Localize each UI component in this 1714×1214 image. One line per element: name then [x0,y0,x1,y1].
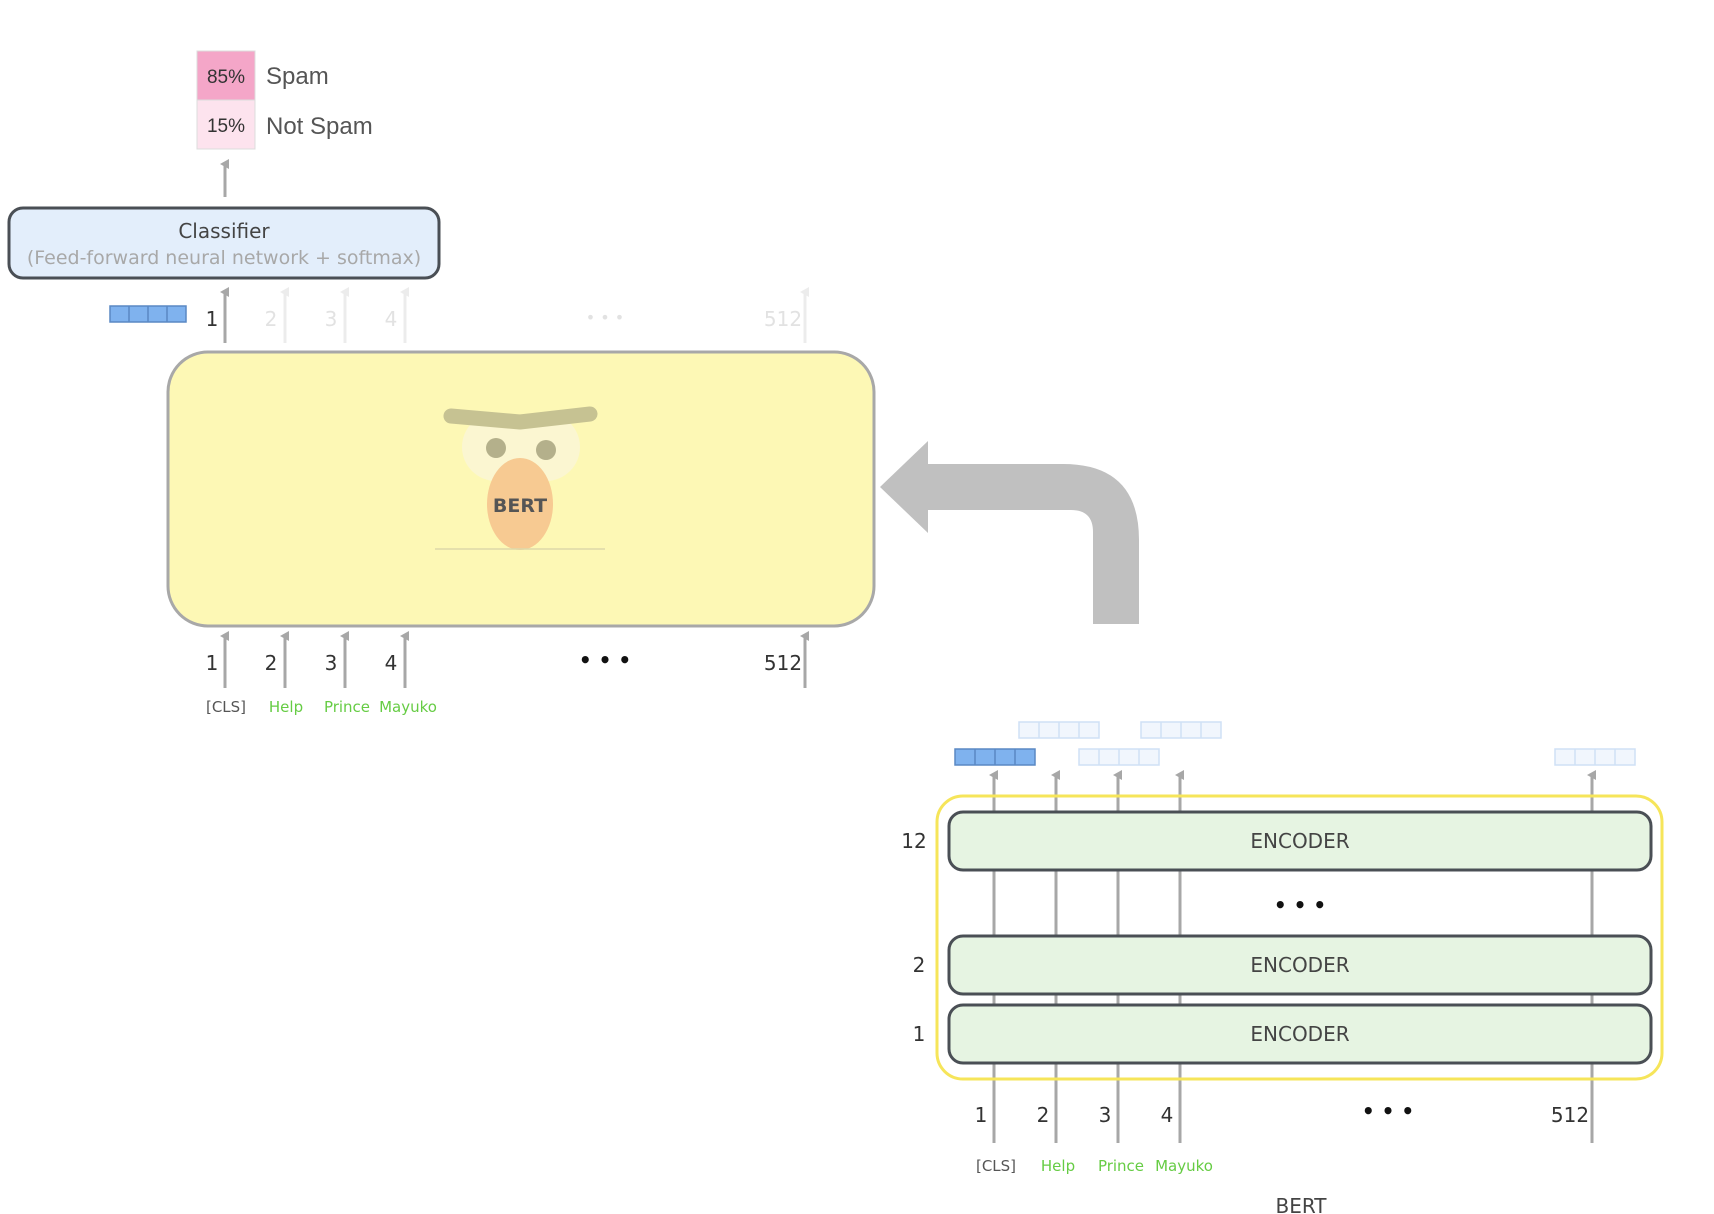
bert-encoder-stack: ENCODER 12 • • • ENCODER 2 ENCODER 1 1 2… [901,721,1664,1214]
enc-token-cls: [CLS] [976,1157,1016,1175]
enc-pos-1: 1 [975,1103,988,1127]
encoder-2-index: 2 [913,953,926,977]
encoder-layer-2: ENCODER 2 [913,934,1653,996]
enc-pos-512: 512 [1551,1103,1589,1127]
encoder-middle-ellipsis: • • • [1274,893,1326,917]
cls-output-vector [109,305,187,323]
top-ellipsis: • • • [586,308,624,327]
bert-face-icon [435,406,605,550]
encoder-inputs: 1 2 3 4 • • • 512 [CLS] Help Prince Mayu… [975,1099,1589,1175]
spam-prob-value: 85% [207,67,245,88]
not-spam-prob-cell [196,99,256,150]
classifier-title: Classifier [178,219,270,243]
left-model-top-arrows: 1 2 3 4 • • • 512 [206,287,809,343]
encoder-layer-12: ENCODER 12 [901,810,1653,872]
spam-prob-cell [196,50,256,101]
encoder-1-index: 1 [913,1022,926,1046]
bert-encoder-frame [935,794,1664,1081]
encoder-12-index: 12 [901,829,926,853]
top-pos-2: 2 [265,307,278,331]
classifier-box: Classifier (Feed-forward neural network … [7,206,441,280]
encoder-1-label: ENCODER [1250,1022,1349,1046]
output-probabilities: 85% Spam 15% Not Spam [196,50,373,150]
bottom-pos-512: 512 [764,651,802,675]
top-pos-4: 4 [385,307,398,331]
enc-token-prince: Prince [1098,1157,1144,1175]
top-pos-1: 1 [206,307,219,331]
bert-caption: BERT [1275,1194,1327,1214]
spam-label: Spam [266,63,329,90]
bottom-pos-3: 3 [325,651,338,675]
left-model-inputs: 1 2 3 4 • • • 512 [CLS] Help Prince Mayu… [206,631,809,716]
token-prince: Prince [324,698,370,716]
enc-pos-4: 4 [1161,1103,1174,1127]
not-spam-prob-value: 15% [207,116,245,137]
encoder-layer-1: ENCODER 1 [913,1003,1653,1065]
transition-arrow [880,441,1139,624]
bert-face-label: BERT [493,495,547,517]
enc-token-mayuko: Mayuko [1155,1157,1213,1175]
not-spam-label: Not Spam [266,113,373,140]
enc-pos-3: 3 [1099,1103,1112,1127]
token-help: Help [269,698,303,716]
encoder-12-label: ENCODER [1250,829,1349,853]
classifier-subtitle: (Feed-forward neural network + softmax) [27,247,421,269]
token-mayuko: Mayuko [379,698,437,716]
bert-model-box: BERT [166,350,876,628]
encoder-2-label: ENCODER [1250,953,1349,977]
bottom-pos-4: 4 [385,651,398,675]
enc-token-help: Help [1041,1157,1075,1175]
bottom-ellipsis: • • • [579,648,631,672]
enc-ellipsis: • • • [1362,1099,1414,1123]
top-pos-512: 512 [764,307,802,331]
encoder-output-vectors [954,721,1636,766]
top-pos-3: 3 [325,307,338,331]
enc-pos-2: 2 [1037,1103,1050,1127]
token-cls: [CLS] [206,698,246,716]
bottom-pos-2: 2 [265,651,278,675]
bottom-pos-1: 1 [206,651,219,675]
